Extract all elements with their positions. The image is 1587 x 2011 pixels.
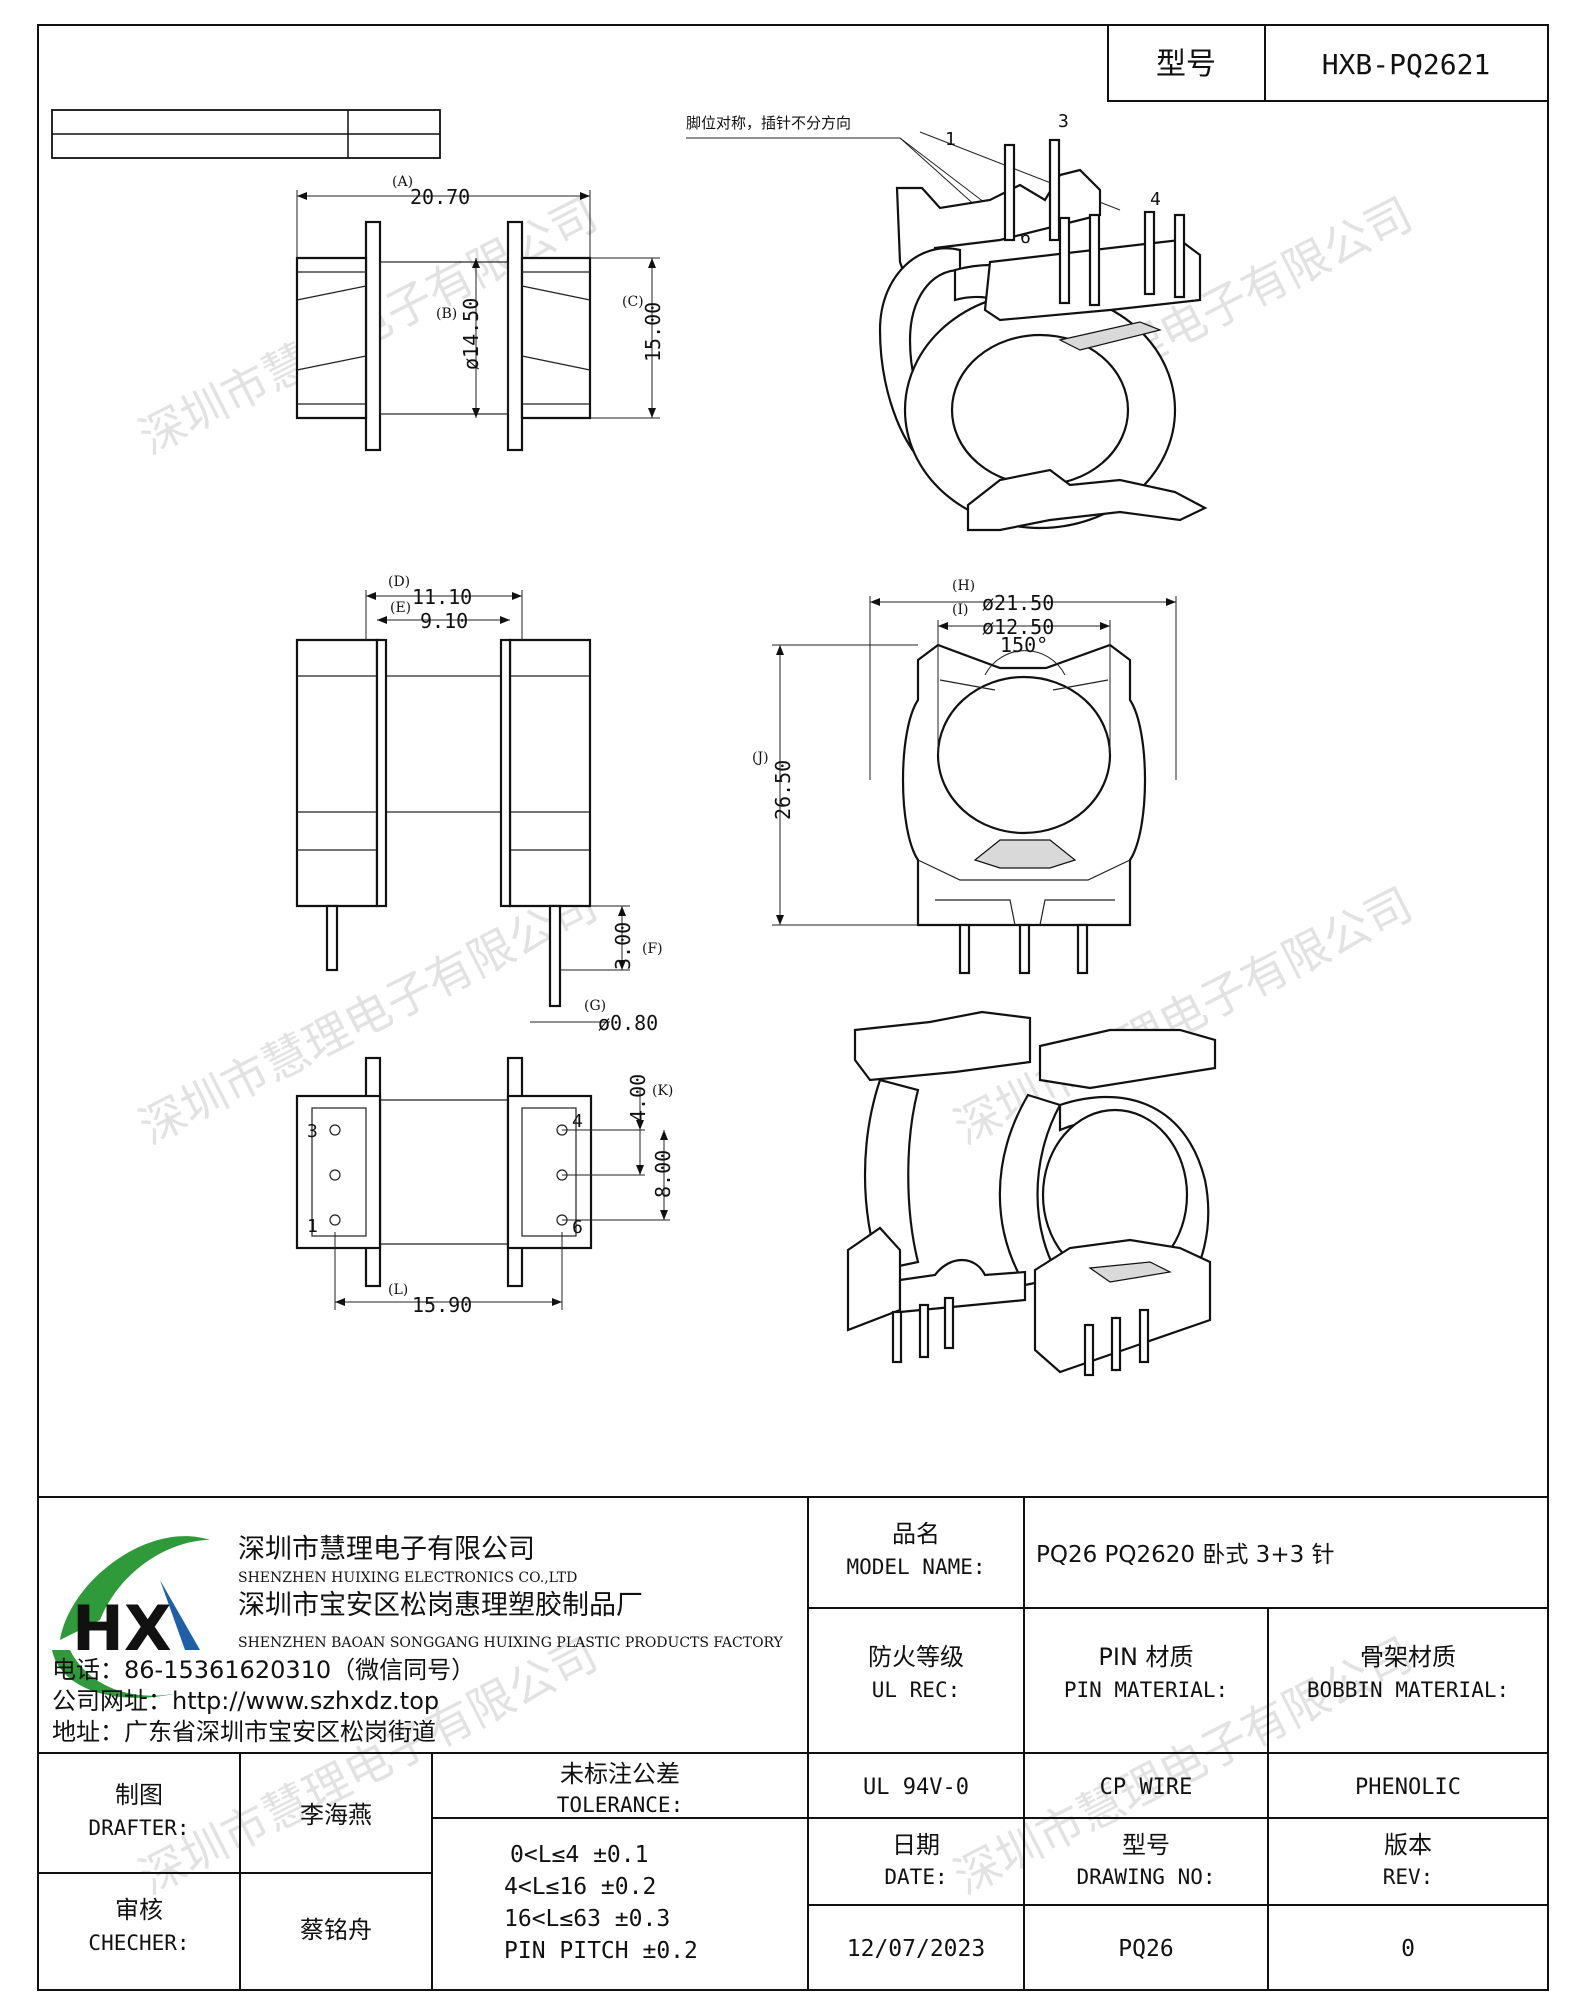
tolerance-line: PIN PITCH ±0.2 xyxy=(504,1938,698,1964)
drawing-number-label-en: DRAWING NO: xyxy=(1076,1865,1215,1889)
dim-a-value: 20.70 xyxy=(410,185,470,209)
dim-a-code: (A) xyxy=(392,174,413,190)
drawing-number-label-cn: 型号 xyxy=(1122,1831,1170,1859)
company-logo: HX xyxy=(52,1536,210,1698)
drafter-label-cn: 制图 xyxy=(115,1781,163,1809)
company-website: 公司网址：http://www.szhxdz.top xyxy=(52,1687,439,1715)
pin-material-value: CP WIRE xyxy=(1100,1775,1193,1800)
drawing-number-value: PQ26 xyxy=(1118,1936,1173,1962)
pin-number-3: 3 xyxy=(1058,111,1069,132)
pin-material-label-en: PIN MATERIAL: xyxy=(1064,1678,1228,1702)
dim-d-code: (D) xyxy=(388,574,410,590)
tolerance-line: 16<L≤63 ±0.3 xyxy=(504,1906,670,1932)
dim-j-value: 26.50 xyxy=(771,760,795,820)
pin-number-4: 4 xyxy=(1150,189,1161,210)
date-value: 12/07/2023 xyxy=(847,1936,985,1962)
dim-f-code: (F) xyxy=(642,941,663,957)
header-model-value: HXB-PQ2621 xyxy=(1322,48,1491,81)
company-name-en: SHENZHEN HUIXING ELECTRONICS CO.,LTD xyxy=(238,1570,577,1586)
pin-material-label-cn: PIN 材质 xyxy=(1098,1643,1193,1671)
bobbin-material-label-en: BOBBIN MATERIAL: xyxy=(1307,1678,1509,1702)
drafter-label-en: DRAFTER: xyxy=(88,1816,189,1840)
pin-number-6: 6 xyxy=(1020,227,1031,248)
revision-label-cn: 版本 xyxy=(1384,1831,1432,1859)
company-phone: 电话：86-15361620310（微信同号） xyxy=(52,1656,475,1684)
bottom-view: 3 1 4 6 4.00 (K) 8.00 (L) 15.90 xyxy=(295,1056,675,1317)
dim-g-value: ø0.80 xyxy=(598,1011,658,1035)
sheet-border xyxy=(37,24,1549,1991)
title-block: HX 深圳市慧理电子有限公司 SHENZHEN HUIXING ELECTRON… xyxy=(38,1497,1548,1990)
dim-l-value: 15.90 xyxy=(412,1293,472,1317)
ul-label-cn: 防火等级 xyxy=(868,1643,964,1671)
checker-name: 蔡铭舟 xyxy=(300,1916,372,1944)
bottom-pin-number-1: 1 xyxy=(307,1216,318,1237)
model-name-value: PQ26 PQ2620 卧式 3+3 针 xyxy=(1036,1542,1335,1568)
dim-k2-value: 8.00 xyxy=(651,1150,675,1198)
dim-j-code: (J) xyxy=(752,750,769,766)
date-label-cn: 日期 xyxy=(892,1831,940,1859)
factory-name-cn: 深圳市宝安区松岗惠理塑胶制品厂 xyxy=(238,1590,643,1621)
dim-l-code: (L) xyxy=(388,1282,408,1298)
dim-i-code: (I) xyxy=(952,602,968,618)
isometric-view-bottom xyxy=(846,1010,1217,1377)
model-name-label-cn: 品名 xyxy=(892,1520,940,1548)
side-view-middle: (D) 11.10 (E) 9.10 3.00 (F) (G) ø0.80 xyxy=(295,574,663,1035)
dim-b-code: (B) xyxy=(436,306,457,322)
dim-e-value: 9.10 xyxy=(420,609,468,633)
dim-g-code: (G) xyxy=(584,998,606,1014)
checker-label-en: CHECHER: xyxy=(88,1931,189,1955)
pin-number-1: 1 xyxy=(945,129,956,150)
pin-note: 脚位对称，插针不分方向 xyxy=(686,114,851,132)
ul-label-en: UL REC: xyxy=(872,1678,961,1702)
dim-d-value: 11.10 xyxy=(412,585,472,609)
dim-c-code: (C) xyxy=(622,294,644,310)
logo-text: HX xyxy=(72,1592,172,1665)
dim-angle-value: 150° xyxy=(1000,633,1048,657)
factory-name-en: SHENZHEN BAOAN SONGGANG HUIXING PLASTIC … xyxy=(238,1635,784,1651)
tolerance-line: 0<L≤4 ±0.1 xyxy=(510,1842,648,1868)
tolerance-label-en: TOLERANCE: xyxy=(557,1793,683,1817)
bottom-pin-number-4: 4 xyxy=(572,1111,583,1132)
company-name-cn: 深圳市慧理电子有限公司 xyxy=(238,1534,535,1565)
revision-value: 0 xyxy=(1401,1936,1415,1962)
bobbin-material-label-cn: 骨架材质 xyxy=(1360,1643,1456,1671)
dim-b-value: ø14.50 xyxy=(459,298,483,370)
bobbin-material-value: PHENOLIC xyxy=(1355,1775,1461,1800)
front-view: (H) ø21.50 (I) ø12.50 150° (J) 26.50 xyxy=(752,578,1177,975)
tolerance-label-cn: 未标注公差 xyxy=(560,1760,680,1788)
dim-k-value: 4.00 xyxy=(626,1074,650,1122)
dim-c-value: 15.00 xyxy=(641,302,665,362)
date-label-en: DATE: xyxy=(884,1865,947,1889)
company-address: 地址：广东省深圳市宝安区松岗街道 xyxy=(52,1718,436,1746)
header-model-box: 型号 HXB-PQ2621 xyxy=(1107,24,1549,102)
dim-h-code: (H) xyxy=(952,578,975,594)
checker-label-cn: 审核 xyxy=(115,1896,163,1924)
dim-i-value: ø12.50 xyxy=(982,615,1054,639)
isometric-view-top: 脚位对称，插针不分方向 1 3 4 6 xyxy=(686,111,1208,532)
ul-value: UL 94V-0 xyxy=(863,1775,969,1800)
top-view: (A) 20.70 (B) ø14.50 (C) 15.00 xyxy=(295,174,665,452)
header-model-label: 型号 xyxy=(1156,47,1216,82)
bottom-pin-number-6: 6 xyxy=(572,1217,583,1238)
revision-label-en: REV: xyxy=(1383,1865,1434,1889)
dim-h-value: ø21.50 xyxy=(982,591,1054,615)
dim-e-code: (E) xyxy=(390,600,411,616)
model-name-label-en: MODEL NAME: xyxy=(846,1555,985,1579)
dim-k-code: (K) xyxy=(652,1083,673,1099)
bottom-pin-number-3: 3 xyxy=(307,1121,318,1142)
tolerance-line: 4<L≤16 ±0.2 xyxy=(504,1874,656,1900)
drafter-name: 李海燕 xyxy=(300,1801,372,1829)
revision-box xyxy=(51,109,441,159)
dim-f-value: 3.00 xyxy=(611,922,635,970)
